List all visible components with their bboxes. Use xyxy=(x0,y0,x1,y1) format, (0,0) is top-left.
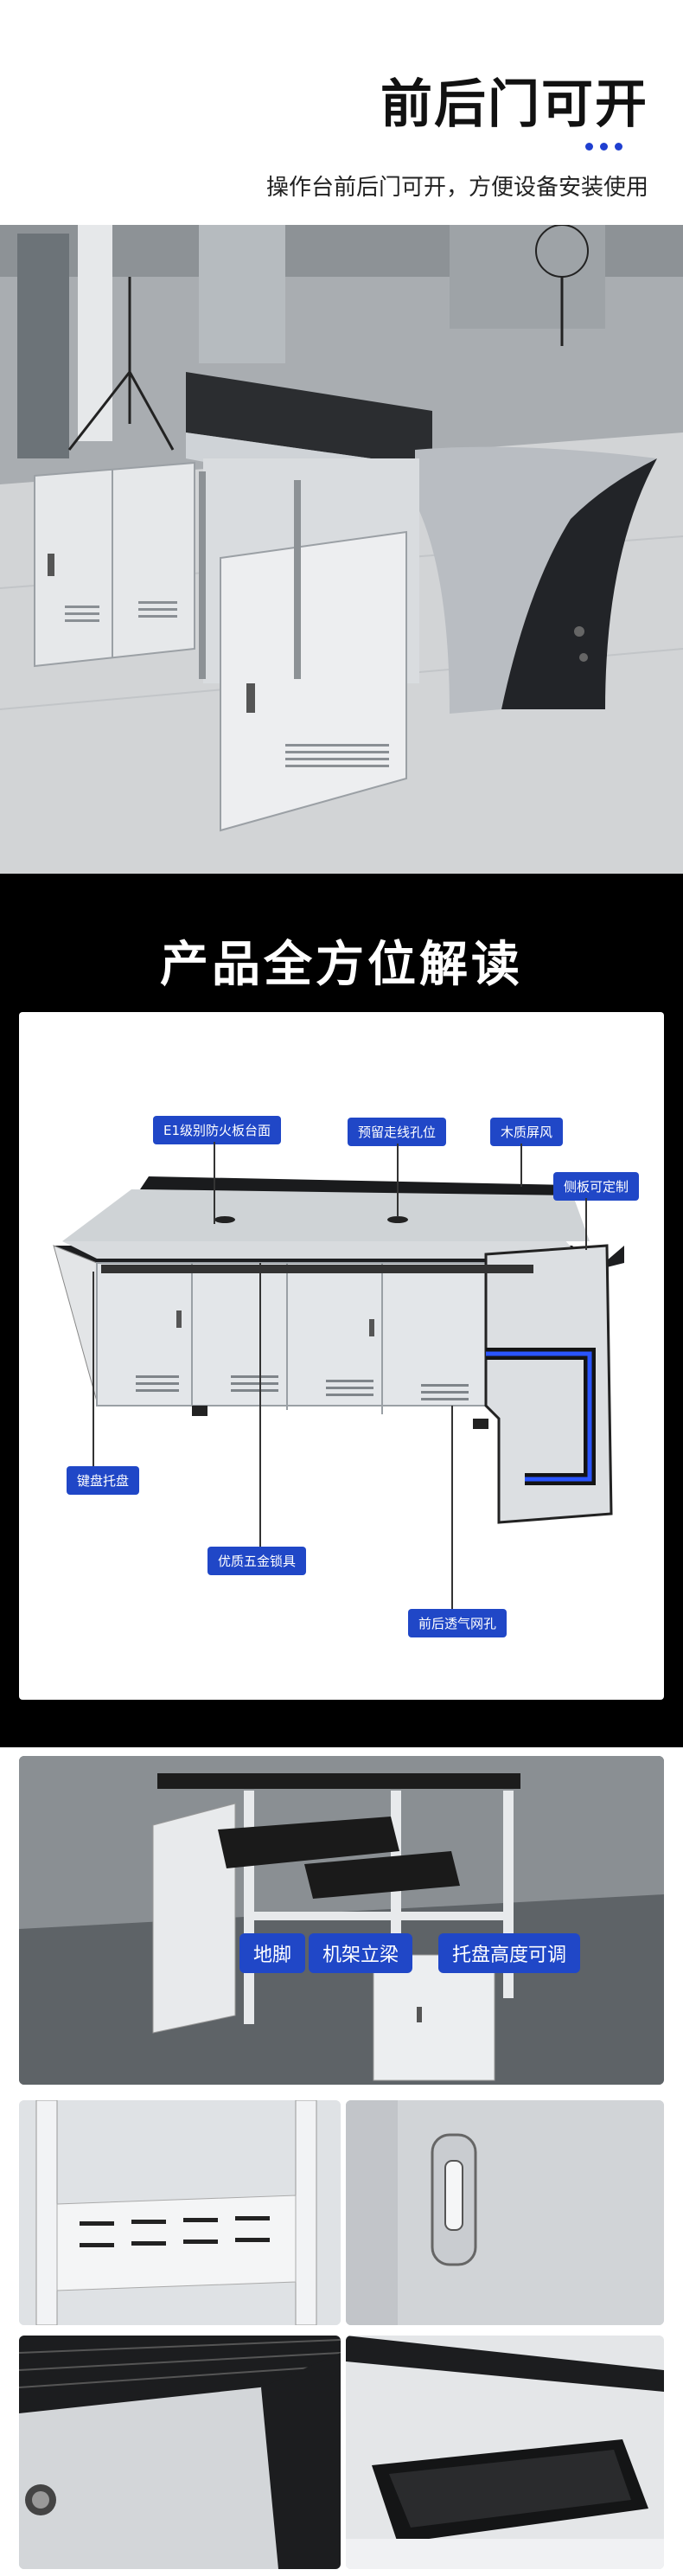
handle-illustration xyxy=(346,2100,664,2325)
section-subtitle-doors: 操作台前后门可开，方便设备安装使用 xyxy=(265,175,648,201)
label-line xyxy=(214,1142,215,1224)
frame-photo: 地脚 机架立梁 托盘高度可调 xyxy=(19,1756,664,2085)
keyboard-tray-photo xyxy=(346,2336,664,2569)
label-line xyxy=(397,1144,399,1217)
label-fireproof-board: E1级别防火板台面 xyxy=(153,1116,282,1144)
console-illustration xyxy=(0,225,683,874)
label-line xyxy=(520,1144,522,1187)
desktop-illustration xyxy=(19,2336,341,2569)
console-diagram xyxy=(53,1176,624,1524)
section-title-overview: 产品全方位解读 xyxy=(160,937,523,993)
shelf-photo xyxy=(19,2100,341,2325)
frame-illustration xyxy=(19,1756,664,2085)
decorative-dots xyxy=(585,143,622,151)
keyboard-tray-illustration xyxy=(346,2336,664,2569)
desktop-photo xyxy=(19,2336,341,2569)
label-cable-hole: 预留走线孔位 xyxy=(348,1118,447,1146)
label-keyboard-tray: 键盘托盘 xyxy=(67,1466,140,1495)
label-wood-screen: 木质屏风 xyxy=(490,1118,564,1146)
label-tray-height: 托盘高度可调 xyxy=(438,1933,581,1973)
overview-card: E1级别防火板台面 预留走线孔位 木质屏风 侧板可定制 键盘托盘 优质五金锁具 … xyxy=(19,1012,664,1700)
label-vent-holes: 前后透气网孔 xyxy=(408,1609,507,1637)
details-section: 地脚 机架立梁 托盘高度可调 xyxy=(0,1747,683,2576)
label-line xyxy=(259,1263,261,1547)
console-photo-doors-open xyxy=(0,225,683,874)
label-line xyxy=(451,1406,453,1609)
section-title-doors: 前后门可开 xyxy=(380,74,648,135)
label-foot: 地脚 xyxy=(239,1933,306,1973)
label-line xyxy=(93,1272,94,1466)
handle-photo xyxy=(346,2100,664,2325)
label-hardware-lock: 优质五金锁具 xyxy=(207,1547,307,1575)
shelf-illustration xyxy=(19,2100,341,2325)
header-section: 前后门可开 操作台前后门可开，方便设备安装使用 xyxy=(0,0,683,225)
label-rack-beam: 机架立梁 xyxy=(309,1933,413,1973)
label-line xyxy=(585,1198,587,1250)
label-side-panel: 侧板可定制 xyxy=(553,1172,640,1201)
